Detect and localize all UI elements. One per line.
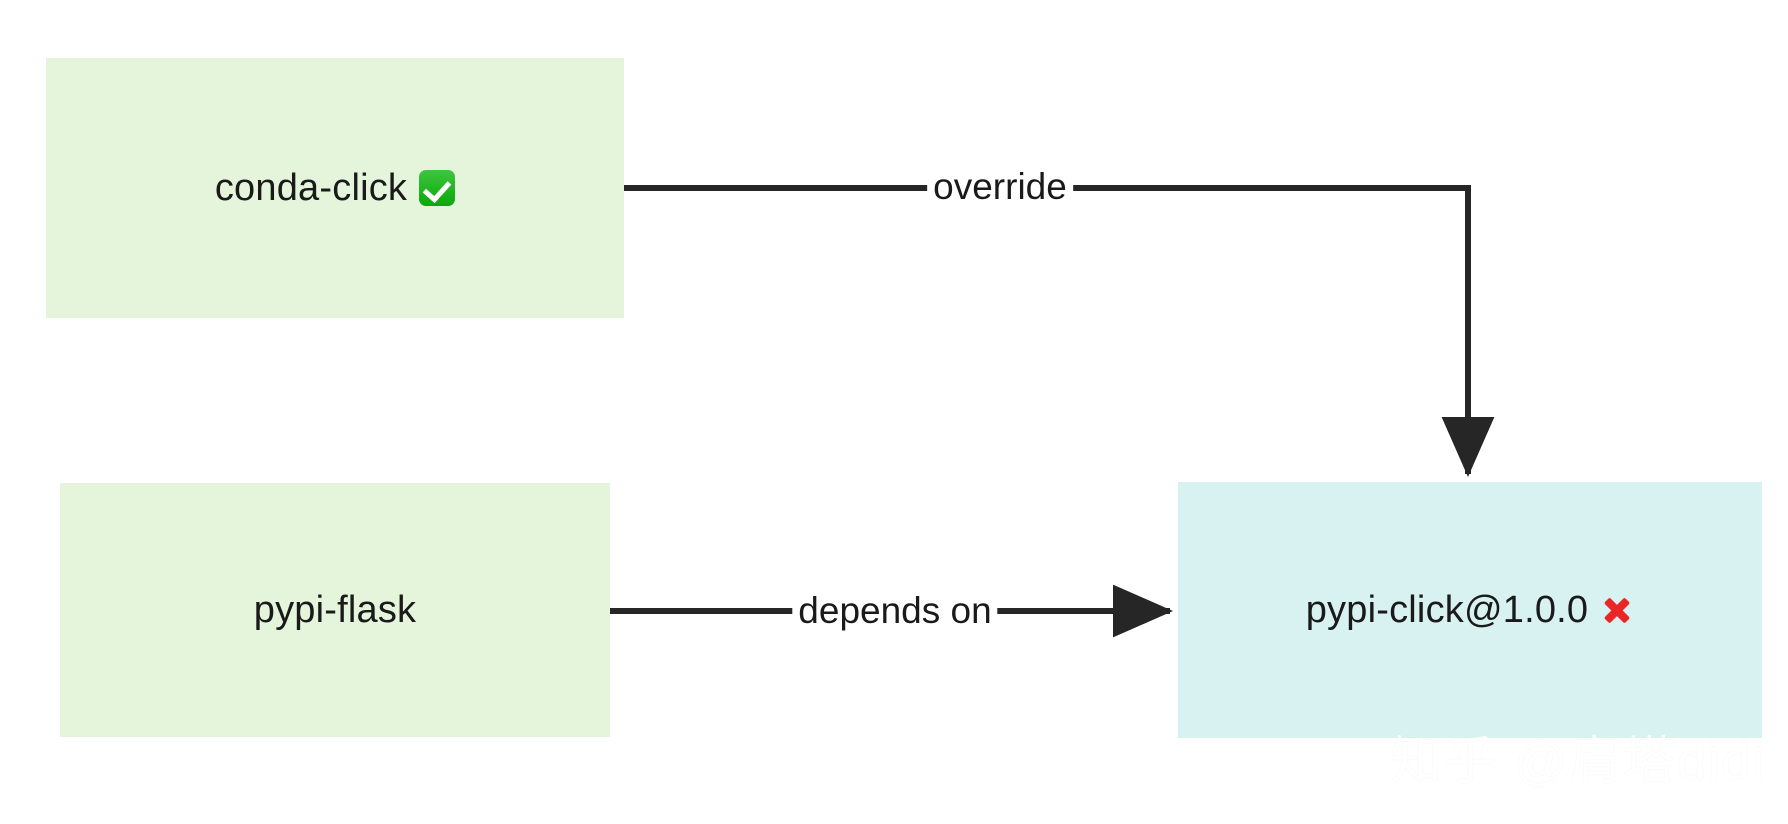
node-conda-click[interactable]: conda-click: [46, 58, 624, 318]
node-pypi-click-label-wrap: pypi-click@1.0.0: [1306, 589, 1635, 632]
check-mark-button-icon: [419, 170, 456, 206]
watermark: 知乎 @肩塔didi: [1389, 733, 1766, 791]
edge-label-override: override: [927, 168, 1073, 205]
node-conda-click-label-wrap: conda-click: [214, 166, 456, 210]
edge-label-depends-on: depends on: [792, 592, 998, 629]
node-pypi-flask[interactable]: pypi-flask: [60, 483, 610, 737]
node-pypi-flask-label-wrap: pypi-flask: [254, 589, 417, 632]
override-edge-path: [624, 185, 1495, 477]
node-pypi-click-label: pypi-click@1.0.0: [1305, 588, 1589, 631]
node-pypi-flask-label: pypi-flask: [253, 588, 417, 631]
node-pypi-click[interactable]: pypi-click@1.0.0: [1178, 482, 1762, 738]
cross-mark-icon: [1600, 593, 1634, 627]
node-conda-click-label: conda-click: [214, 166, 408, 209]
